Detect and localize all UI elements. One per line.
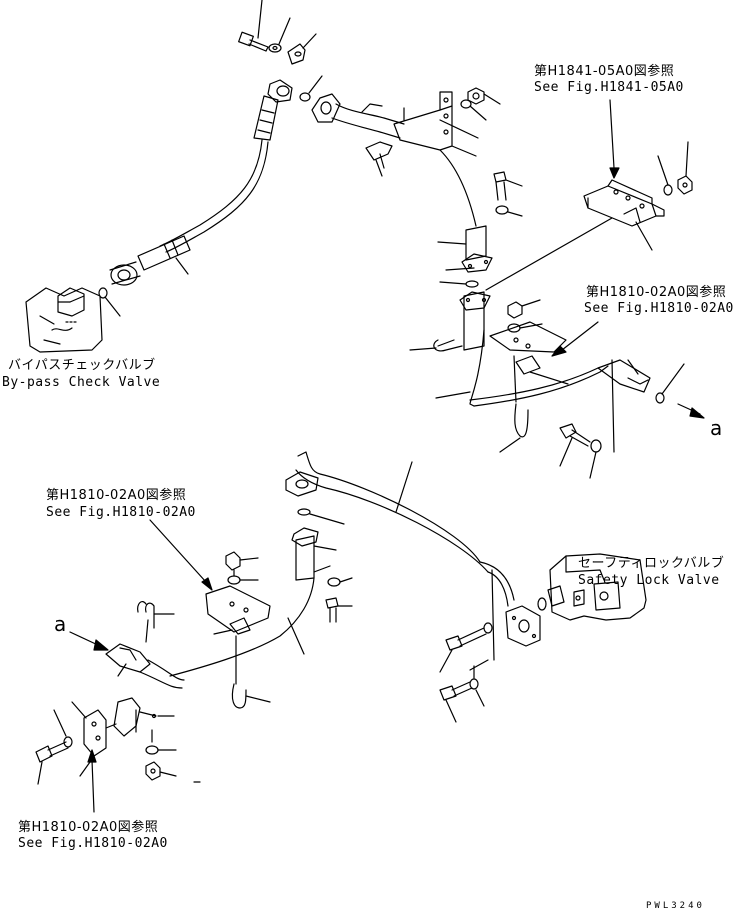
reference-label-en: See Fig.H1841-05A0 <box>534 80 684 95</box>
safety-valve-label-jp: セーフティロックバルブ <box>578 556 725 571</box>
safety-lock-valve <box>547 553 647 621</box>
clamp-part <box>287 33 317 65</box>
bypass-valve-label-jp: バイパスチェックバルブ <box>8 358 156 373</box>
drawing-code: PWL3240 <box>646 901 705 911</box>
reference-arrow <box>609 99 620 179</box>
o-ring-part <box>98 287 108 299</box>
connection-mark-a: a <box>710 416 723 440</box>
reference-arrow <box>87 749 97 813</box>
reference-label-jp: 第H1841-05A0図参照 <box>534 64 675 79</box>
bypass-check-valve <box>25 287 103 353</box>
top-left-hose-assembly <box>98 0 323 317</box>
left-lower-assembly <box>35 551 305 785</box>
washer-part <box>268 17 291 53</box>
reference-label-en: See Fig.H1810-02A0 <box>46 505 196 520</box>
mid-right-tube-assembly <box>409 291 705 479</box>
mid-center-stub-tube <box>169 508 353 677</box>
center-long-tube <box>285 451 515 671</box>
reference-label-jp: 第H1810-02A0図参照 <box>18 820 159 835</box>
reference-label-en: See Fig.H1810-02A0 <box>584 301 734 316</box>
connection-mark-a: a <box>54 612 67 636</box>
reference-label-jp: 第H1810-02A0図参照 <box>586 285 727 300</box>
bolt-part <box>238 0 269 52</box>
o-ring-part <box>299 75 323 102</box>
bypass-valve-label-en: By-pass Check Valve <box>2 375 161 390</box>
top-center-tube-assembly <box>311 87 523 288</box>
safety-valve-label-en: Safety Lock Valve <box>578 573 720 588</box>
reference-arrow <box>69 631 109 651</box>
reference-arrow <box>149 519 213 591</box>
hose-lower-fitting <box>109 235 191 286</box>
top-right-bracket <box>485 141 693 291</box>
hose-line <box>159 139 263 247</box>
reference-arrow <box>551 321 599 357</box>
hose-upper-fitting <box>253 79 293 141</box>
reference-label-en: See Fig.H1810-02A0 <box>18 836 168 851</box>
reference-label-jp: 第H1810-02A0図参照 <box>46 488 187 503</box>
valve-flange-assembly <box>439 597 547 723</box>
